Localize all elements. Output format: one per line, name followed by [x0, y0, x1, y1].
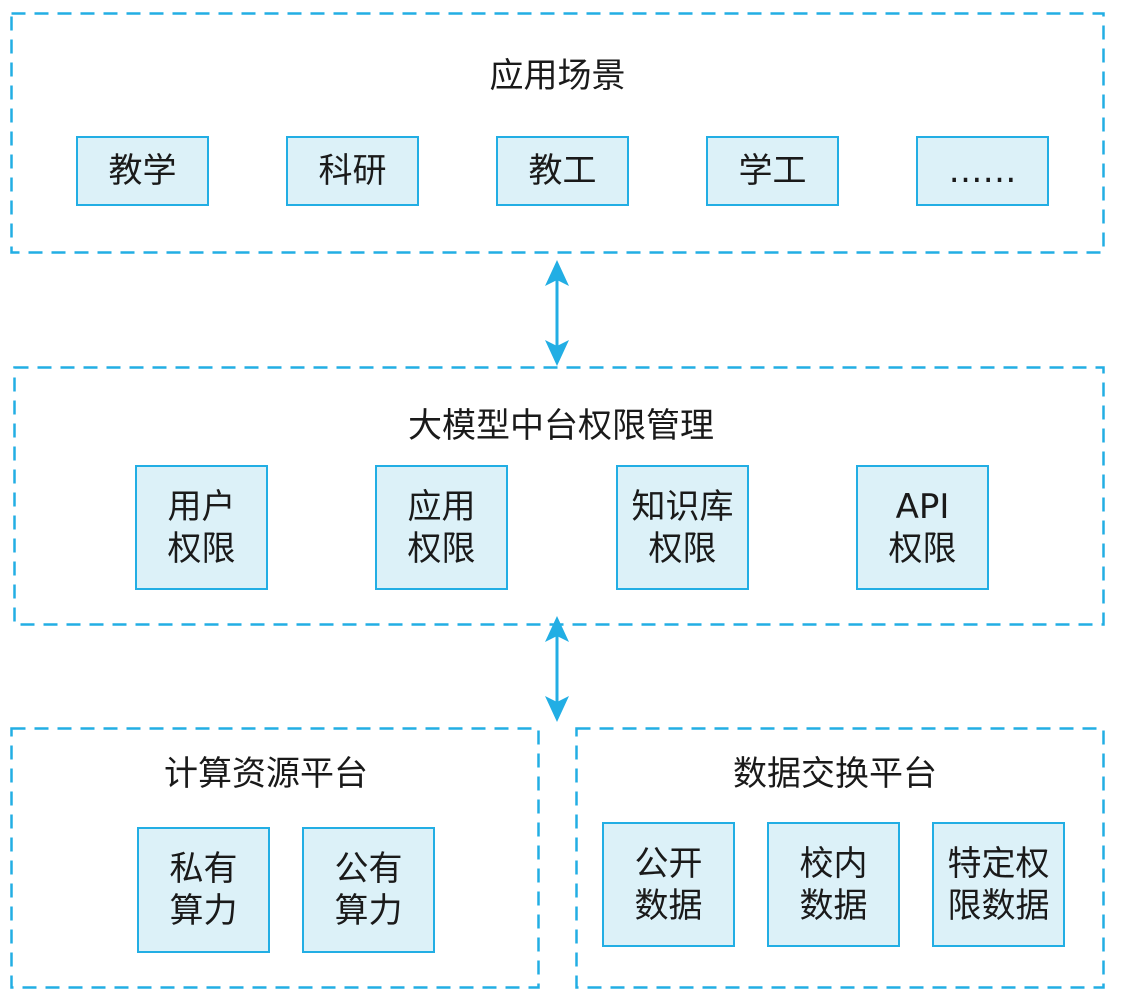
public-data-box: 公开数据 — [602, 822, 735, 947]
box-label-line2: 权限 — [167, 528, 236, 569]
box-label-line2: 权限 — [888, 528, 957, 569]
knowledge-base-permission-box: 知识库权限 — [616, 465, 749, 590]
scenario-staff-box: 教工 — [496, 136, 629, 206]
data-exchange-platform-panel: 数据交换平台 公开数据 校内数据 特定权限数据 — [575, 727, 1105, 989]
dashed-border — [10, 12, 1105, 254]
scenario-more-box: …… — [916, 136, 1049, 206]
private-compute-box: 私有算力 — [137, 827, 270, 953]
box-label-line1: 用户 — [167, 486, 236, 527]
box-label-line1: 校内 — [799, 843, 868, 884]
double-arrow-icon — [545, 260, 569, 366]
box-label: 教学 — [108, 151, 177, 191]
box-label: …… — [948, 151, 1017, 191]
box-label-line2: 算力 — [334, 891, 403, 931]
panel-title: 大模型中台权限管理 — [408, 406, 714, 446]
box-label-line1: API — [895, 486, 950, 527]
box-label-line1: 知识库 — [631, 486, 734, 527]
public-compute-box: 公有算力 — [302, 827, 435, 953]
box-label-line2: 数据 — [799, 885, 868, 926]
campus-data-box: 校内数据 — [767, 822, 900, 947]
box-label-line1: 私有 — [169, 849, 238, 889]
box-label: 科研 — [318, 151, 387, 191]
compute-platform-panel: 计算资源平台 私有算力 公有算力 — [10, 727, 540, 989]
box-label-line2: 算力 — [169, 891, 238, 931]
dashed-border — [10, 727, 540, 989]
restricted-data-box: 特定权限数据 — [932, 822, 1065, 947]
scenario-student-affairs-box: 学工 — [706, 136, 839, 206]
box-label-line2: 权限 — [648, 528, 717, 569]
double-arrow-icon — [545, 616, 569, 722]
box-label: 学工 — [738, 151, 807, 191]
box-label-line2: 权限 — [407, 528, 476, 569]
box-label-line1: 特定权 — [947, 843, 1050, 884]
app-permission-box: 应用权限 — [375, 465, 508, 590]
user-permission-box: 用户权限 — [135, 465, 268, 590]
panel-title: 计算资源平台 — [164, 754, 368, 794]
box-label-line1: 应用 — [407, 486, 476, 527]
dashed-border — [575, 727, 1105, 989]
box-label: 教工 — [528, 151, 597, 191]
box-label-line1: 公开 — [634, 843, 703, 884]
panel-title: 应用场景 — [489, 56, 626, 96]
scenario-research-box: 科研 — [286, 136, 419, 206]
box-label-line2: 限数据 — [947, 885, 1050, 926]
box-label-line2: 数据 — [634, 885, 703, 926]
scenario-teaching-box: 教学 — [76, 136, 209, 206]
box-label-line1: 公有 — [334, 849, 403, 889]
panel-title: 数据交换平台 — [733, 754, 937, 794]
application-scenarios-panel: 应用场景 教学 科研 教工 学工 …… — [10, 12, 1105, 254]
